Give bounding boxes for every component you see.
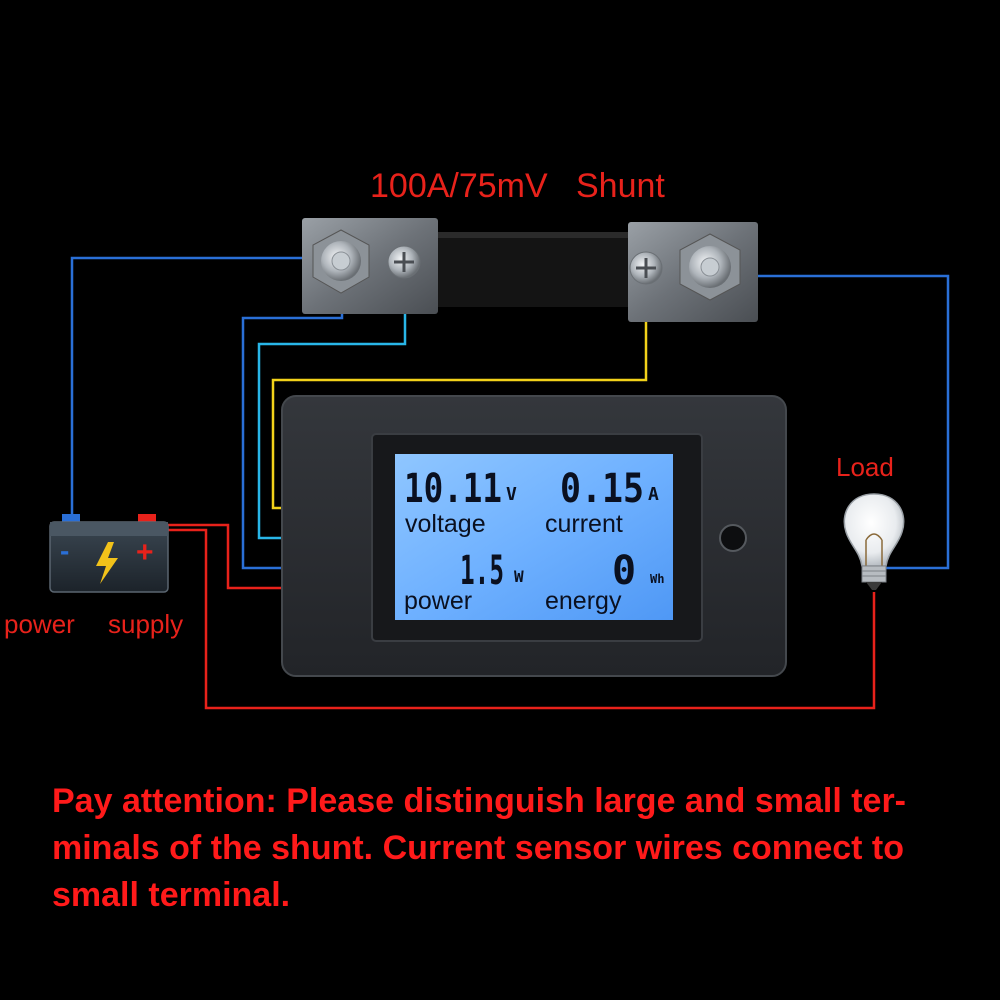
battery-plus-sign: + xyxy=(136,536,154,569)
battery-minus-sign: - xyxy=(60,535,69,566)
battery-icon: - + xyxy=(49,514,169,593)
lcd-screen xyxy=(395,454,673,620)
meter-reset-button[interactable] xyxy=(719,524,747,552)
shunt-small-screw-left-icon xyxy=(387,245,421,279)
light-bulb-icon xyxy=(843,493,905,590)
wire-battery-positive-load xyxy=(152,528,876,710)
voltage-value: 10.11 xyxy=(404,466,502,512)
energy-unit: Wh xyxy=(650,572,664,586)
wire-sense-yellow xyxy=(271,290,648,510)
attention-note-line-2: minals of the shunt. Current sensor wire… xyxy=(52,829,905,867)
load-label: Load xyxy=(836,452,894,482)
power-label: power xyxy=(404,587,472,615)
wire-shunt-to-load xyxy=(742,274,950,570)
voltage-unit: V xyxy=(506,484,517,505)
energy-label: energy xyxy=(545,587,622,615)
current-unit: A xyxy=(648,484,659,505)
power-supply-label-supply: supply xyxy=(108,609,183,639)
shunt: 100A/75mV Shunt xyxy=(302,167,758,322)
wire-meter-power xyxy=(150,523,282,590)
voltage-label: voltage xyxy=(405,510,486,538)
wire-battery-negative xyxy=(70,256,340,522)
shunt-large-bolt-right-icon xyxy=(679,233,741,301)
energy-value: 0 xyxy=(612,548,636,594)
attention-note-line-1: Pay attention: Please distinguish large … xyxy=(52,782,907,820)
shunt-title: 100A/75mV Shunt xyxy=(370,167,665,205)
attention-note-line-3: small terminal. xyxy=(52,876,291,914)
power-supply-label-power: power xyxy=(4,609,75,639)
shunt-large-bolt-left-icon xyxy=(312,229,370,294)
power-value: 1.5 xyxy=(460,548,504,594)
attention-note: Pay attention: Please distinguish large … xyxy=(52,778,952,919)
power-unit: W xyxy=(514,567,524,586)
lightning-bolt-icon xyxy=(96,542,118,584)
power-meter: 10.11 V voltage 0.15 A current 1.5 W pow… xyxy=(281,395,787,677)
shunt-strip xyxy=(425,232,640,307)
wire-sense-cyan xyxy=(257,280,407,540)
current-label: current xyxy=(545,510,623,538)
current-value: 0.15 xyxy=(560,466,644,512)
wires xyxy=(70,256,950,710)
shunt-small-screw-right-icon xyxy=(629,251,663,285)
